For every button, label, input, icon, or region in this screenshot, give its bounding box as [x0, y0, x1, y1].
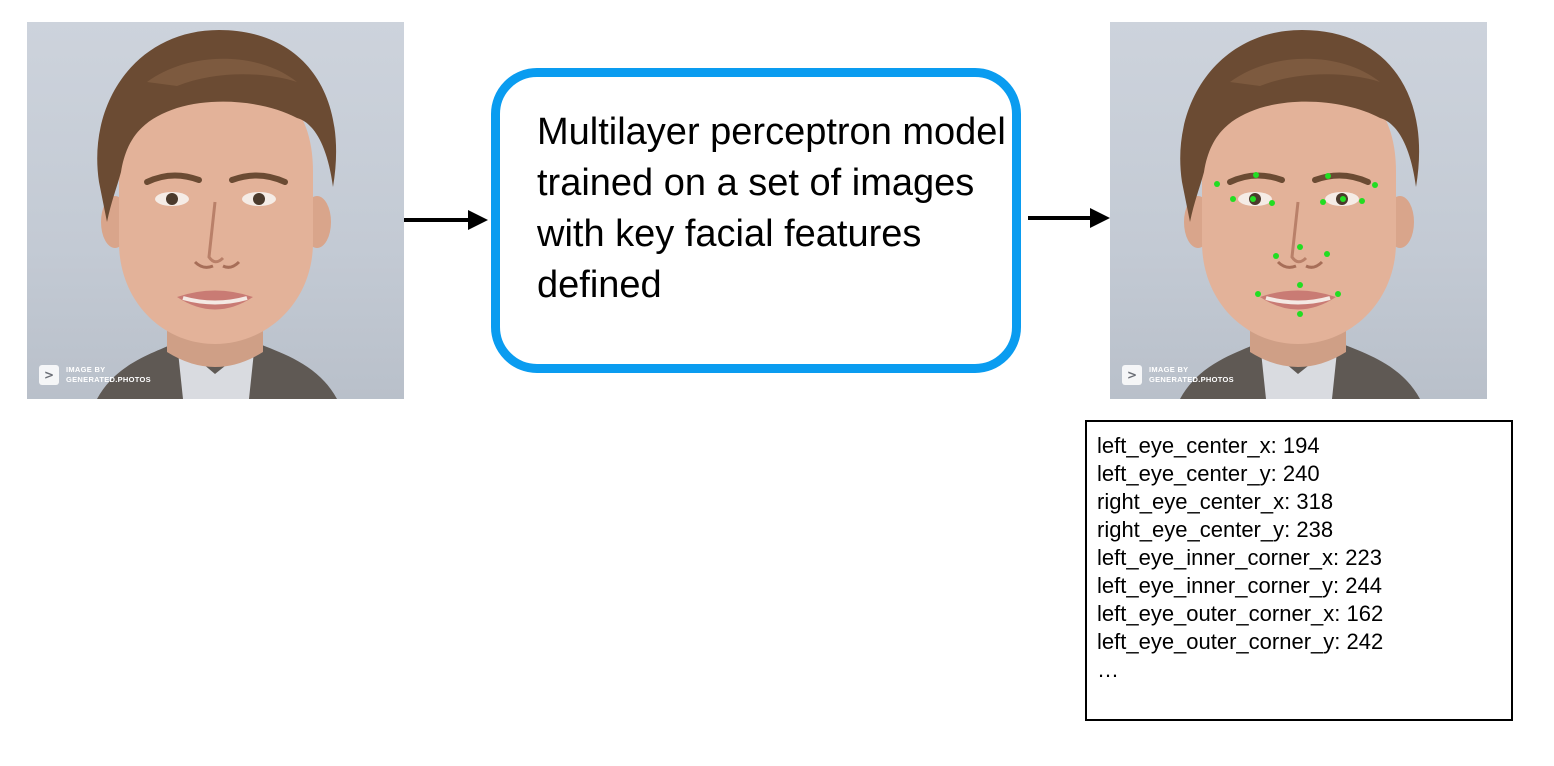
keypoint-line: right_eye_center_y: 238 — [1097, 517, 1334, 542]
keypoint-right-eyebrow-outer — [1372, 182, 1378, 188]
keypoint-overlay — [1214, 172, 1378, 317]
watermark-line-2: GENERATED.PHOTOS — [1149, 375, 1234, 384]
keypoint-nostril-left — [1273, 253, 1279, 259]
keypoint-line: left_eye_inner_corner_x: 223 — [1097, 545, 1382, 570]
watermark-logo-icon: > — [1122, 365, 1142, 385]
watermark-line-1: IMAGE BY — [66, 365, 106, 374]
keypoint-line: left_eye_outer_corner_x: 162 — [1097, 601, 1384, 626]
watermark-line-2: GENERATED.PHOTOS — [66, 375, 151, 384]
model-box — [491, 68, 1021, 373]
input-watermark: > IMAGE BY GENERATED.PHOTOS — [39, 365, 151, 385]
keypoint-line: left_eye_outer_corner_y: 242 — [1097, 629, 1384, 654]
keypoint-right-eye-inner — [1320, 199, 1326, 205]
keypoint-line: right_eye_center_x: 318 — [1097, 489, 1334, 514]
face-portrait — [97, 30, 337, 399]
output-watermark: > IMAGE BY GENERATED.PHOTOS — [1122, 365, 1234, 385]
keypoint-left-eyebrow-inner — [1253, 172, 1259, 178]
keypoint-mouth-top — [1297, 282, 1303, 288]
keypoint-line: left_eye_inner_corner_y: 244 — [1097, 573, 1382, 598]
keypoint-mouth-right — [1335, 291, 1341, 297]
keypoint-nose-tip — [1297, 244, 1303, 250]
input-face-image: > IMAGE BY GENERATED.PHOTOS — [27, 22, 404, 399]
keypoint-right-eye-center — [1340, 196, 1346, 202]
keypoint-line: left_eye_center_x: 194 — [1097, 433, 1320, 458]
keypoint-left-eye-outer — [1230, 196, 1236, 202]
arrow-model-to-output — [1028, 208, 1110, 228]
watermark-line-1: IMAGE BY — [1149, 365, 1189, 374]
keypoint-right-eye-outer — [1359, 198, 1365, 204]
keypoint-nostril-right — [1324, 251, 1330, 257]
output-face-image-with-keypoints: > IMAGE BY GENERATED.PHOTOS — [1110, 22, 1487, 399]
keypoint-right-eyebrow-inner — [1325, 173, 1331, 179]
keypoint-output-box: left_eye_center_x: 194 left_eye_center_y… — [1085, 420, 1513, 721]
watermark-logo-icon: > — [39, 365, 59, 385]
keypoint-left-eyebrow-outer — [1214, 181, 1220, 187]
keypoint-line-ellipsis: … — [1097, 657, 1119, 682]
keypoint-left-eye-center — [1250, 196, 1256, 202]
keypoint-line: left_eye_center_y: 240 — [1097, 461, 1320, 486]
face-portrait — [1180, 30, 1420, 399]
keypoint-left-eye-inner — [1269, 200, 1275, 206]
arrow-input-to-model — [404, 210, 488, 230]
keypoint-mouth-left — [1255, 291, 1261, 297]
keypoint-mouth-bottom — [1297, 311, 1303, 317]
model-description: Multilayer perceptron model trained on a… — [537, 111, 1006, 306]
